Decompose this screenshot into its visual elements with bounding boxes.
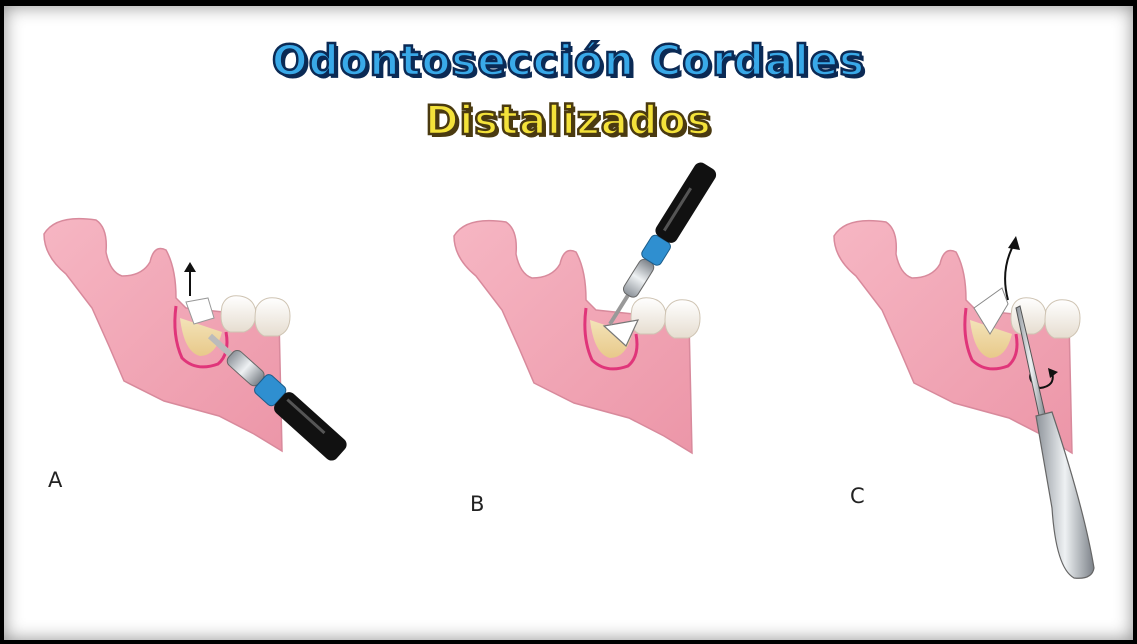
arrow-curve-c (1005, 244, 1014, 300)
panel-label-a: A (48, 468, 62, 492)
arrow-head-a (184, 262, 196, 272)
panel-a-illustration (44, 219, 349, 464)
panel-c-illustration (834, 221, 1094, 579)
diagram-frame: Odontosección Cordales Distalizados (4, 6, 1133, 640)
panel-label-b: B (470, 492, 484, 516)
mandible-a (44, 219, 290, 451)
arrow-head-c (1008, 236, 1020, 250)
panel-label-c: C (850, 484, 865, 508)
panel-b-illustration (454, 160, 719, 453)
illustrations (4, 6, 1133, 640)
